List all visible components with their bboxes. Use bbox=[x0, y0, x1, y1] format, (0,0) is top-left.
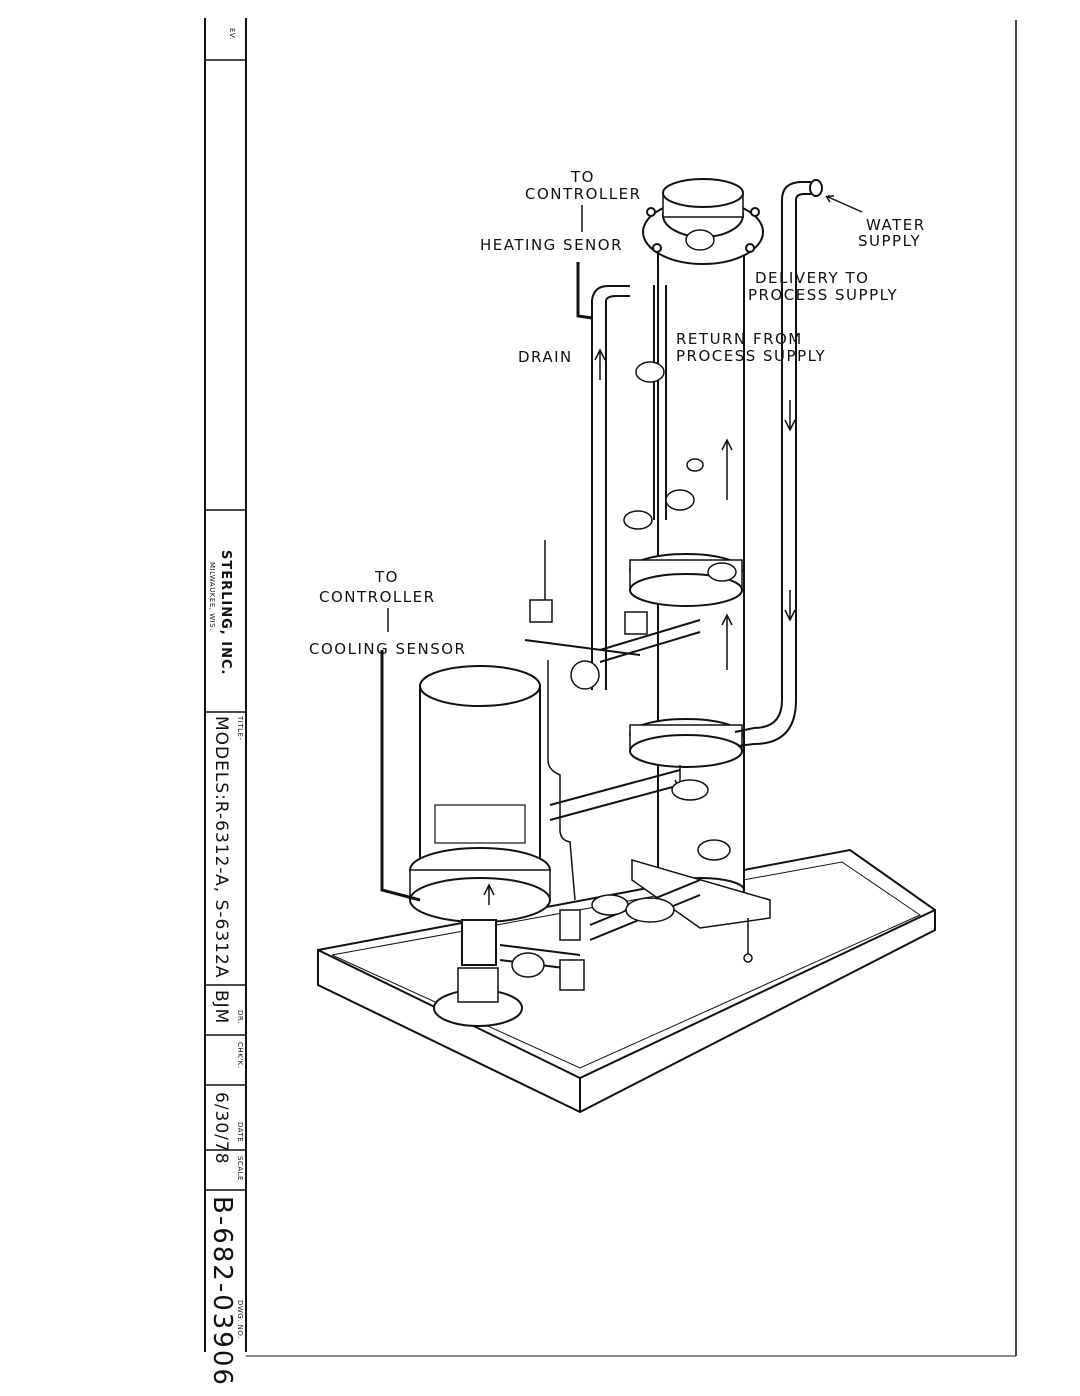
drain-label: DRAIN bbox=[518, 348, 573, 366]
heating-sensor-label: HEATING SENOR bbox=[480, 236, 623, 254]
mounting-plate bbox=[631, 859, 771, 963]
drip-pan bbox=[317, 848, 936, 1114]
scale-label: SCALE bbox=[236, 1156, 244, 1181]
delivery-line2: PROCESS SUPPLY bbox=[748, 286, 898, 304]
water-supply-line2: SUPPLY bbox=[858, 232, 921, 250]
to-controller-top-line1: TO bbox=[570, 168, 595, 186]
cooling-sensor-label: COOLING SENSOR bbox=[309, 640, 466, 658]
return-line1: RETURN FROM bbox=[676, 330, 803, 348]
to-controller-bottom-line1: TO bbox=[374, 568, 399, 586]
drawing-date: 6/30/78 bbox=[211, 1092, 231, 1165]
drawn-label: DR. bbox=[236, 1010, 244, 1024]
date-label: DATE bbox=[236, 1122, 244, 1142]
leader-lines bbox=[387, 195, 863, 632]
drawn-by: BJM bbox=[211, 990, 231, 1024]
title-label: TITLE- bbox=[236, 715, 244, 740]
return-line2: PROCESS SUPPLY bbox=[676, 347, 826, 365]
to-controller-bottom-line2: CONTROLLER bbox=[319, 588, 436, 606]
drawing-title: MODELS:R-6312-A, S-6312A bbox=[211, 716, 231, 978]
company-city: MILWAUKEE, WIS. bbox=[208, 562, 216, 631]
callouts: TO CONTROLLER HEATING SENOR WATER SUPPLY… bbox=[309, 168, 926, 658]
pump-motor bbox=[409, 665, 551, 1027]
heater-column bbox=[629, 178, 764, 903]
delivery-line1: DELIVERY TO bbox=[755, 269, 869, 287]
company-name: STERLING, INC. bbox=[218, 550, 233, 675]
title-block: EV. STERLING, INC. MILWAUKEE, WIS. TITLE… bbox=[204, 18, 1017, 1387]
valves-and-fittings bbox=[511, 229, 737, 991]
water-supply-line1: WATER bbox=[866, 216, 926, 234]
checked-label: CHK'K. bbox=[236, 1042, 244, 1068]
drawing-number: B-682-03906 bbox=[207, 1196, 237, 1387]
to-controller-top-line2: CONTROLLER bbox=[525, 185, 642, 203]
dwg-no-label: DWG. NO. bbox=[236, 1300, 244, 1339]
rev-label: EV. bbox=[228, 28, 236, 40]
